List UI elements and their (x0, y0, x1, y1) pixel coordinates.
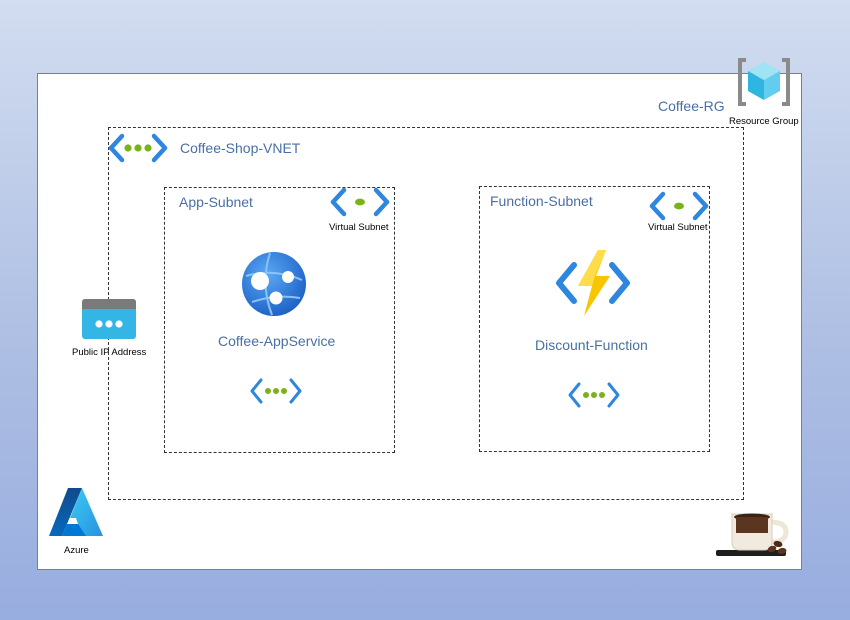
public-ip-label: Public IP Address (72, 347, 147, 358)
coffee-cup-icon (716, 512, 792, 560)
app-subnet-name: App-Subnet (179, 194, 253, 210)
app-subnet-icon-label: Virtual Subnet (329, 222, 389, 233)
resource-group-icon (736, 56, 792, 108)
azure-logo (48, 486, 104, 538)
function-app-icon (554, 248, 632, 318)
subnet-endpoint-icon (249, 376, 303, 406)
resource-group-name: Coffee-RG (658, 98, 725, 114)
function-app-name: Discount-Function (535, 337, 648, 353)
virtual-subnet-icon (649, 191, 709, 221)
virtual-subnet-icon (330, 187, 390, 217)
app-subnet-container (164, 187, 395, 453)
app-service-icon (240, 250, 308, 318)
virtual-network-icon (108, 133, 168, 163)
subnet-endpoint-icon (567, 380, 621, 410)
function-subnet-container (479, 186, 710, 452)
function-subnet-icon-label: Virtual Subnet (648, 222, 708, 233)
app-service-name: Coffee-AppService (218, 333, 336, 349)
vnet-name: Coffee-Shop-VNET (180, 140, 301, 156)
public-ip-icon (81, 298, 137, 340)
resource-group-icon-label: Resource Group (729, 116, 799, 127)
azure-label: Azure (64, 545, 89, 556)
function-subnet-name: Function-Subnet (490, 193, 593, 209)
